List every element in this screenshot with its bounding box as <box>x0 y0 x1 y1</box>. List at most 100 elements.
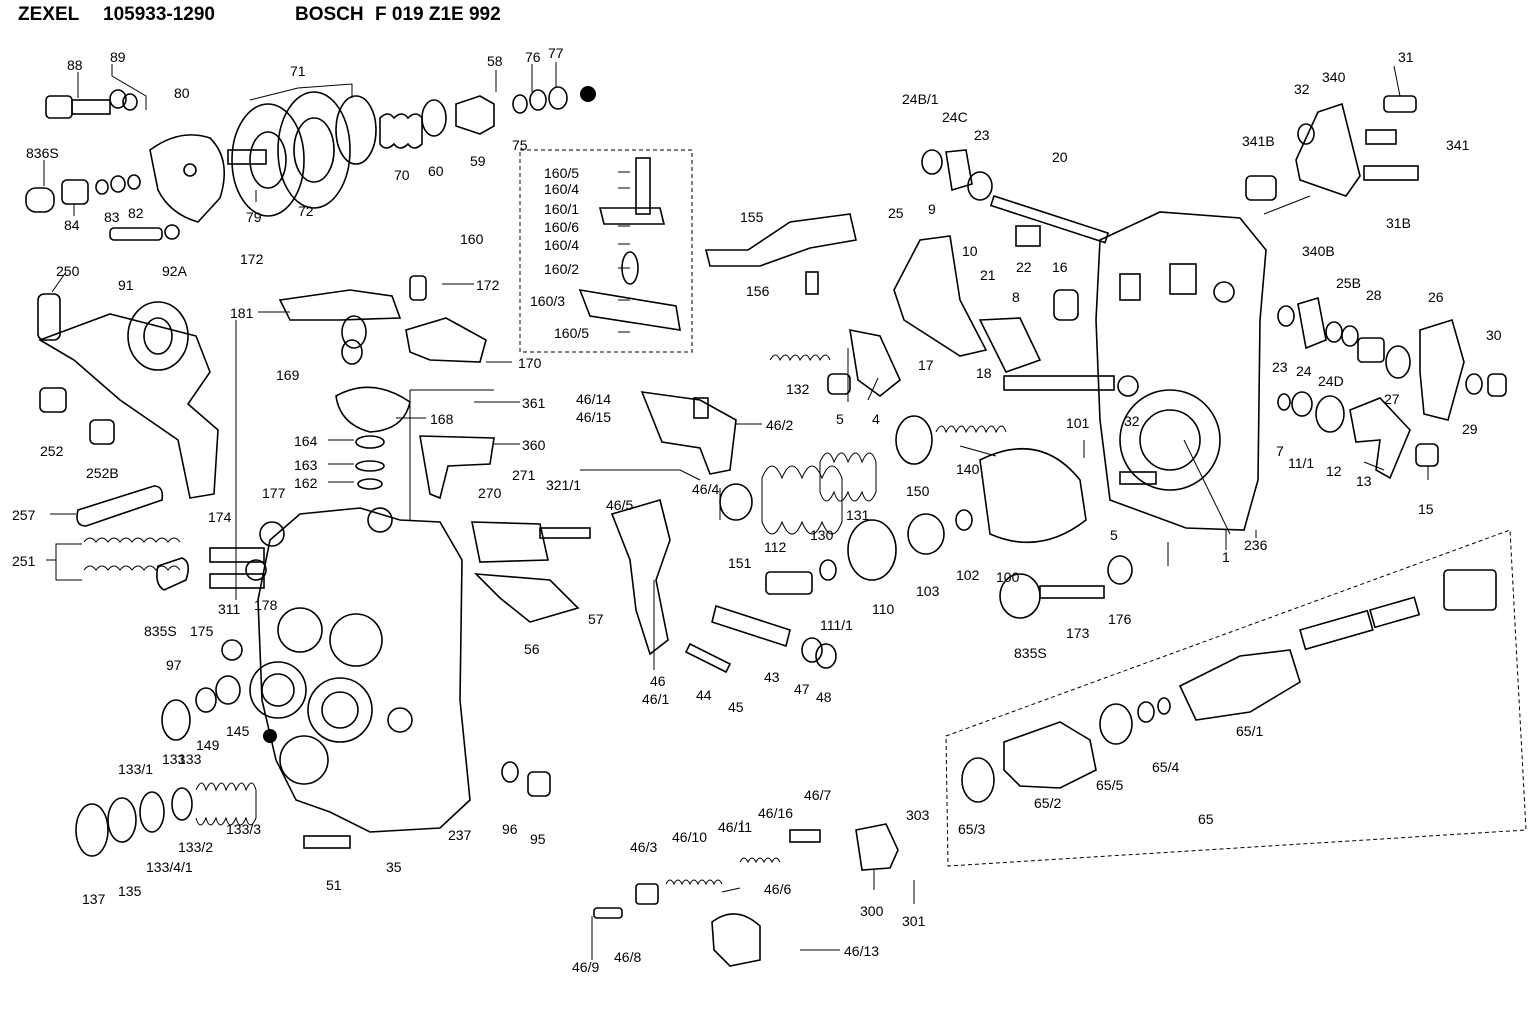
callout-label: 46/6 <box>764 881 791 897</box>
callout-label: 130 <box>810 527 834 543</box>
callout-label: 137 <box>82 891 106 907</box>
callout-label: 65/5 <box>1096 777 1123 793</box>
callout-label: 95 <box>530 831 546 847</box>
callout-label: 132 <box>786 381 810 397</box>
callout-label: 16 <box>1052 259 1068 275</box>
callout-label: 133/4/1 <box>146 859 193 875</box>
callout-label: 173 <box>1066 625 1090 641</box>
callout-label: 65 <box>1198 811 1214 827</box>
callout-label: 46/5 <box>606 497 633 513</box>
callout-label: 23 <box>1272 359 1288 375</box>
callout-label: 32 <box>1294 81 1310 97</box>
callout-label: 23 <box>974 127 990 143</box>
callout-label: 82 <box>128 205 144 221</box>
callout-label: 5 <box>1110 527 1118 543</box>
callout-label: 111/1 <box>820 617 853 633</box>
callout-label: 22 <box>1016 259 1032 275</box>
callout-label: 80 <box>174 85 190 101</box>
callout-label: 5 <box>836 411 844 427</box>
callout-label: 46/10 <box>672 829 707 845</box>
callout-label: 360 <box>522 437 546 453</box>
callout-label: 96 <box>502 821 518 837</box>
callout-label: 58 <box>487 53 503 69</box>
callout-label: 252B <box>86 465 119 481</box>
callout-label: 300 <box>860 903 884 919</box>
callout-label: 160/5 <box>544 165 579 181</box>
callout-label: 65/4 <box>1152 759 1179 775</box>
callout-label: 163 <box>294 457 318 473</box>
leader-lines <box>43 62 1429 960</box>
callout-label: 140 <box>956 461 980 477</box>
callout-label: 24C <box>942 109 968 125</box>
callout-label: 25 <box>888 205 904 221</box>
callout-label: 252 <box>40 443 64 459</box>
callout-label: 178 <box>254 597 278 613</box>
callout-label: 257 <box>12 507 36 523</box>
callout-label: 88 <box>67 57 83 73</box>
callout-label: 164 <box>294 433 318 449</box>
callout-label: 836S <box>26 145 59 161</box>
callout-label: 270 <box>478 485 502 501</box>
callout-label: 25B <box>1336 275 1361 291</box>
callout-label: 28 <box>1366 287 1382 303</box>
callout-label: 8 <box>1012 289 1020 305</box>
callout-label: 18 <box>976 365 992 381</box>
callout-label: 169 <box>276 367 300 383</box>
callout-label: 112 <box>764 539 787 555</box>
callout-label: 101 <box>1066 415 1090 431</box>
callout-label: 15 <box>1418 501 1434 517</box>
callout-label: 181 <box>230 305 254 321</box>
callout-label: 160/2 <box>544 261 579 277</box>
callout-label: 12 <box>1326 463 1342 479</box>
callout-label: 9 <box>928 201 936 217</box>
callout-label: 176 <box>1108 611 1132 627</box>
callout-label: 83 <box>104 209 120 225</box>
callout-label: 46/2 <box>766 417 793 433</box>
callout-label: 46/8 <box>614 949 641 965</box>
callout-label: 133/1 <box>118 761 153 777</box>
callout-label: 45 <box>728 699 744 715</box>
callout-label: 271 <box>512 467 536 483</box>
callout-label: 46/1 <box>642 691 669 707</box>
callout-label: 341B <box>1242 133 1275 149</box>
callout-label: 46/13 <box>844 943 879 959</box>
callout-label: 35 <box>386 859 402 875</box>
callout-label: 92A <box>162 263 188 279</box>
callout-label: 160/5 <box>554 325 589 341</box>
header-brand-1: ZEXEL <box>18 4 80 25</box>
callout-label: 21 <box>980 267 996 283</box>
callout-label: 168 <box>430 411 454 427</box>
callout-label: 160/3 <box>530 293 565 309</box>
callout-label: 175 <box>190 623 214 639</box>
callout-label: 4 <box>872 411 880 427</box>
callout-label: 46/14 <box>576 391 611 407</box>
callout-label: 1 <box>1222 549 1230 565</box>
part-drawings <box>25 86 1527 967</box>
callout-labels: 88 89 80 71 58 76 77 836S 84 83 82 79 72… <box>12 45 1502 975</box>
callout-label: 10 <box>962 243 978 259</box>
callout-label: 24D <box>1318 373 1344 389</box>
callout-label: 170 <box>518 355 542 371</box>
callout-label: 31B <box>1386 215 1411 231</box>
callout-label: 341 <box>1446 137 1470 153</box>
callout-label: 311 <box>218 601 241 617</box>
callout-label: 46/7 <box>804 787 831 803</box>
callout-label: 59 <box>470 153 486 169</box>
callout-label: 160 <box>460 231 484 247</box>
callout-label: 160/4 <box>544 181 579 197</box>
callout-label: 340B <box>1302 243 1335 259</box>
callout-label: 301 <box>902 913 926 929</box>
callout-label: 65/3 <box>958 821 985 837</box>
callout-label: 43 <box>764 669 780 685</box>
callout-label: 70 <box>394 167 410 183</box>
callout-label: 7 <box>1276 443 1284 459</box>
callout-label: 103 <box>916 583 940 599</box>
callout-label: 60 <box>428 163 444 179</box>
callout-label: 145 <box>226 723 250 739</box>
callout-label: 46/11 <box>718 819 752 835</box>
callout-label: 32 <box>1124 413 1140 429</box>
callout-label: 155 <box>740 209 764 225</box>
callout-label: 133 <box>178 751 202 767</box>
callout-label: 24 <box>1296 363 1312 379</box>
